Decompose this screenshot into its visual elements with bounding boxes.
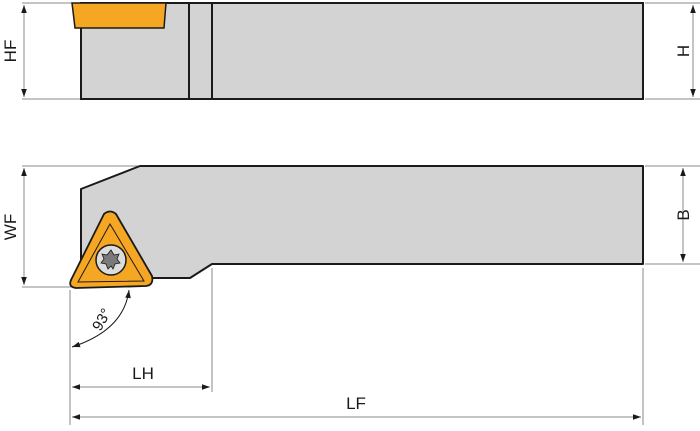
triangular-insert — [69, 210, 154, 289]
top-view: WF B 93° LH LF — [1, 165, 700, 425]
dimension-hf-label: HF — [1, 40, 20, 63]
dimension-wf-label: WF — [1, 214, 20, 240]
shank-side — [80, 2, 644, 100]
torx-icon — [100, 249, 121, 270]
shank-top — [80, 165, 644, 279]
insert-side — [71, 2, 167, 29]
dimension-h-label: H — [674, 45, 693, 57]
angle-arc — [71, 289, 131, 348]
dimension-lh-label: LH — [132, 364, 154, 383]
dimension-lf-label: LF — [346, 394, 366, 413]
dimension-b-label: B — [674, 209, 693, 220]
angle-label: 93° — [89, 306, 115, 334]
side-view: HF H — [1, 2, 700, 100]
